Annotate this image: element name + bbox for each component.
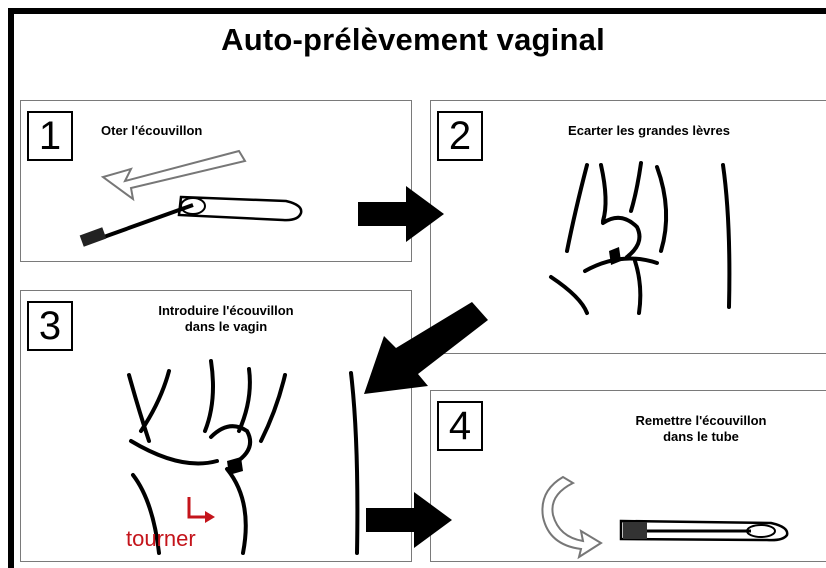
rotate-label: tourner: [126, 526, 196, 552]
step-3-panel: 3 Introduire l'écouvillon dans le vagin: [20, 290, 412, 562]
swab-removal-illustration: [21, 101, 413, 263]
diagram-title: Auto-prélèvement vaginal: [0, 22, 826, 58]
step-1-panel: 1 Oter l'écouvillon: [20, 100, 412, 262]
swab-into-tube-illustration: [431, 391, 826, 563]
step-2-panel: 2 Ecarter les grandes lèvres: [430, 100, 826, 354]
step-4-panel: 4 Remettre l'écouvillon dans le tube: [430, 390, 826, 562]
arrow-step3-to-step4: [364, 490, 454, 550]
spread-labia-illustration: [431, 101, 826, 355]
arrow-step2-to-step3: [356, 296, 488, 400]
insert-swab-illustration: [21, 291, 413, 563]
arrow-step1-to-step2: [356, 184, 446, 244]
